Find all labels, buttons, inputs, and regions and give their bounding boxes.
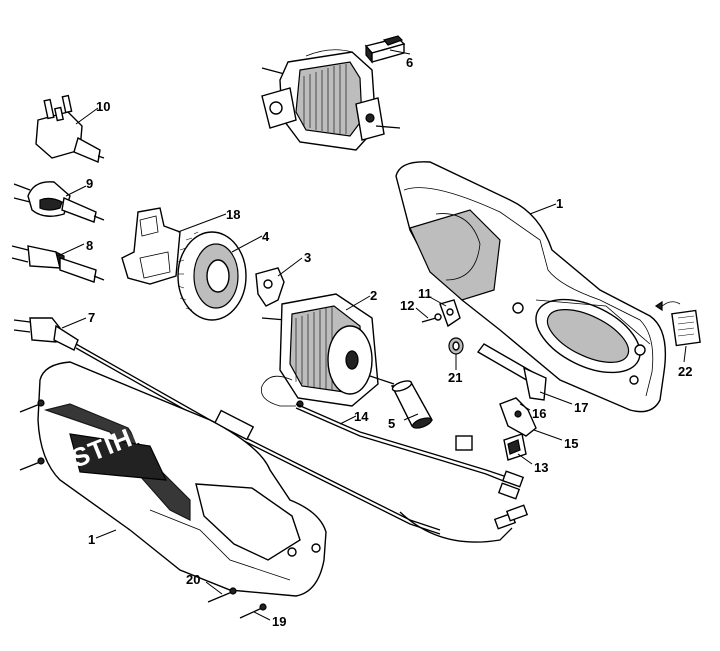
callout-21: 21 (448, 370, 462, 385)
latch-part[interactable] (439, 299, 461, 328)
callout-2: 2 (370, 288, 377, 303)
fan-wheel-part[interactable] (177, 231, 247, 321)
callout-10: 10 (96, 99, 110, 114)
screw-20-part[interactable] (207, 587, 237, 603)
leader-lines (57, 49, 687, 621)
schuko-plug-part[interactable] (13, 181, 105, 223)
wiring-harness-part[interactable] (295, 403, 529, 543)
housing-shell-right-part[interactable] (395, 161, 667, 413)
callout-14: 14 (354, 409, 369, 424)
label-plate-part[interactable] (654, 300, 701, 347)
screw-left-lower-part[interactable] (19, 457, 45, 471)
callout-3: 3 (304, 250, 311, 265)
screw-left-upper-part[interactable] (19, 399, 45, 413)
clip-part[interactable] (255, 267, 285, 307)
sleeve-part[interactable] (390, 379, 434, 430)
callout-8: 8 (86, 238, 93, 253)
callout-1-left: 1 (88, 532, 95, 547)
callout-5: 5 (388, 416, 395, 431)
callout-20: 20 (186, 572, 200, 587)
callout-9: 9 (86, 176, 93, 191)
callout-6: 6 (406, 55, 413, 70)
callout-19: 19 (272, 614, 286, 629)
switch-lever-part[interactable] (499, 397, 537, 437)
callout-13: 13 (534, 460, 548, 475)
callout-18: 18 (226, 207, 240, 222)
callout-17: 17 (574, 400, 588, 415)
screw-19-part[interactable] (239, 603, 267, 619)
callout-12: 12 (400, 298, 414, 313)
bracket-part[interactable] (121, 207, 181, 285)
washer-part[interactable] (448, 337, 464, 355)
callout-16: 16 (532, 406, 546, 421)
callout-4: 4 (262, 229, 270, 244)
motor-assembly-top[interactable] (261, 49, 401, 151)
motor-part[interactable] (261, 293, 395, 408)
carbon-brush-part[interactable] (364, 35, 406, 64)
callout-15: 15 (564, 436, 578, 451)
switch-rod-part[interactable] (476, 343, 547, 401)
callout-labels: 6 10 9 8 7 18 4 3 2 1 11 12 21 22 17 16 … (86, 55, 692, 629)
callout-1-right: 1 (556, 196, 563, 211)
uk-plug-part[interactable] (35, 94, 105, 163)
callout-7: 7 (88, 310, 95, 325)
callout-11: 11 (418, 286, 432, 301)
housing-shell-left-part[interactable]: STIHL (37, 361, 327, 597)
switch-part[interactable] (503, 433, 527, 461)
callout-22: 22 (678, 364, 692, 379)
screw-small-part[interactable] (421, 313, 442, 323)
